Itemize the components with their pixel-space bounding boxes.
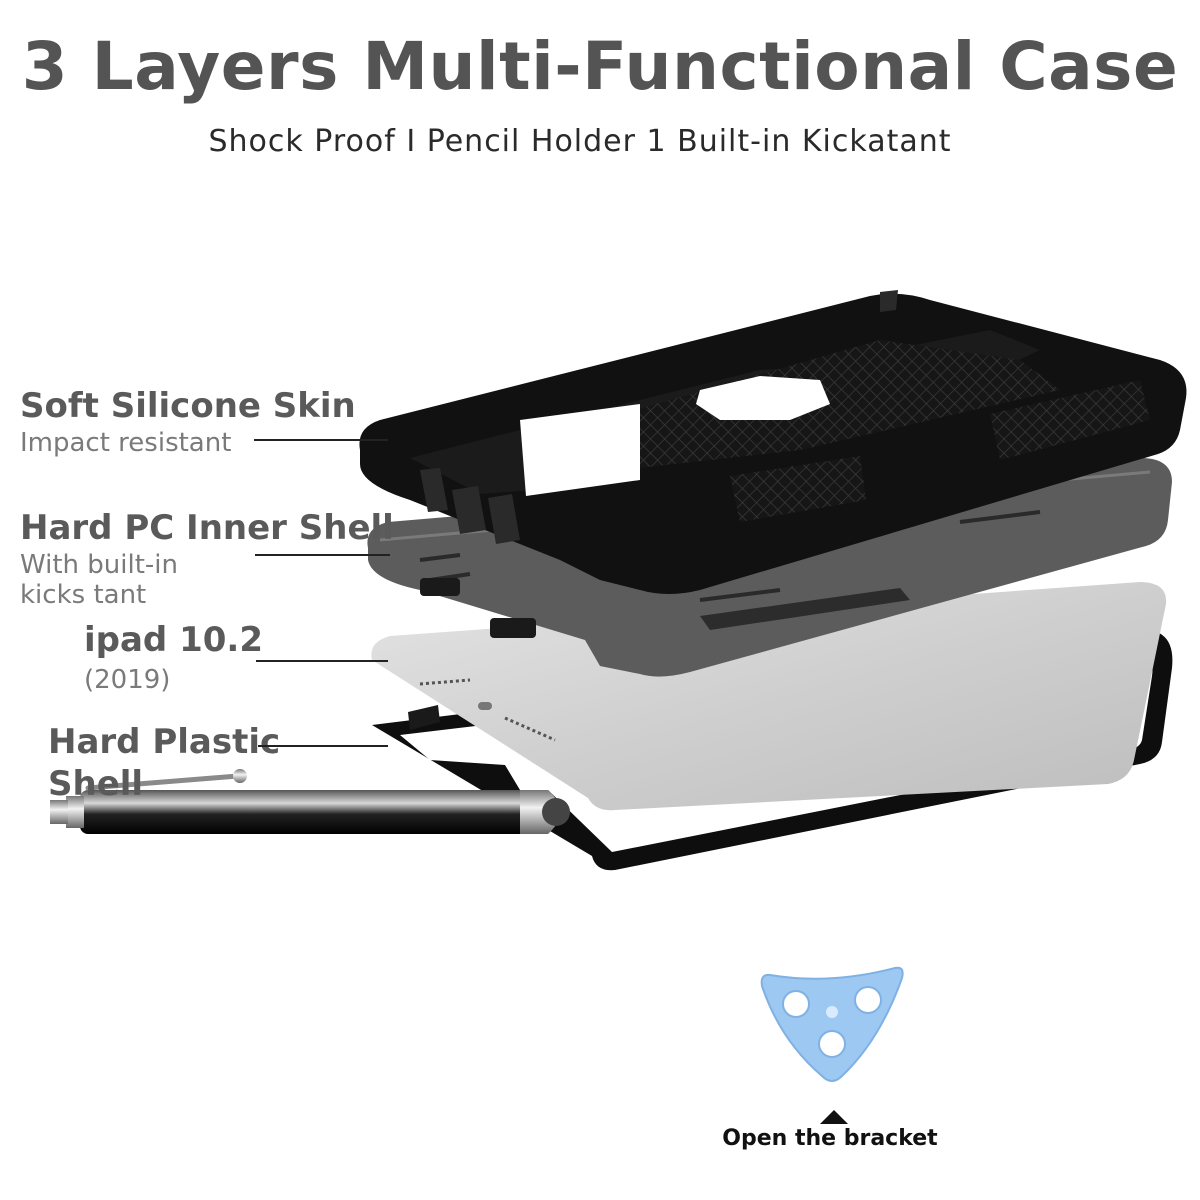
bracket-pick-tool bbox=[760, 966, 904, 1082]
page-title: 3 Layers Multi-Functional Case bbox=[21, 28, 1179, 105]
leader-line-silicone bbox=[254, 439, 388, 441]
label-pc-shell-title: Hard PC Inner Shell bbox=[20, 508, 394, 548]
label-plastic-shell-title-1: Hard Plastic bbox=[48, 722, 281, 762]
bracket-caption: Open the bracket bbox=[722, 1126, 938, 1151]
label-pc-shell-subtitle-2: kicks tant bbox=[20, 580, 147, 610]
label-silicone-skin-title: Soft Silicone Skin bbox=[20, 386, 356, 426]
caret-up-icon bbox=[820, 1110, 848, 1124]
leader-line-plastic bbox=[258, 745, 388, 747]
label-ipad-subtitle: (2019) bbox=[84, 665, 171, 695]
label-pc-shell-subtitle-1: With built-in bbox=[20, 550, 179, 580]
leader-line-pc-shell bbox=[255, 554, 390, 556]
ipad-device bbox=[371, 582, 1167, 811]
label-ipad-title: ipad 10.2 bbox=[84, 620, 263, 660]
page-subtitle: Shock Proof I Pencil Holder 1 Built-in K… bbox=[208, 124, 952, 159]
label-silicone-skin-subtitle: Impact resistant bbox=[20, 428, 232, 458]
label-plastic-shell-title-2: Shell bbox=[48, 764, 144, 804]
silicone-skin bbox=[359, 290, 1187, 594]
leader-line-ipad bbox=[256, 660, 388, 662]
stylus-pen bbox=[50, 769, 570, 834]
